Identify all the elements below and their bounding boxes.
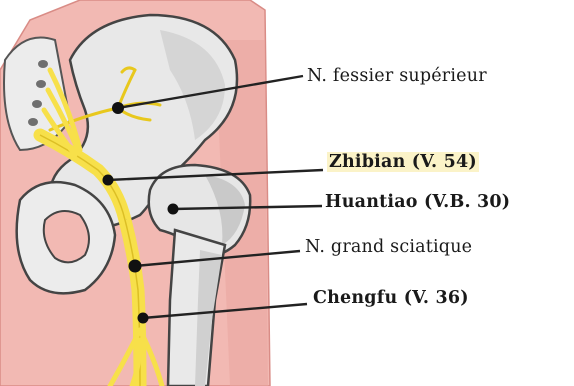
label-zhibian: Zhibian (V. 54) <box>327 152 479 172</box>
point-huantiao <box>168 204 179 215</box>
point-chengfu <box>138 313 149 324</box>
point-n-fessier <box>112 102 124 114</box>
point-zhibian <box>103 175 114 186</box>
point-sciatique <box>129 260 142 273</box>
label-chengfu: Chengfu (V. 36) <box>313 288 469 308</box>
label-n-fessier-superieur: N. fessier supérieur <box>307 66 487 86</box>
label-huantiao: Huantiao (V.B. 30) <box>325 192 510 212</box>
label-n-grand-sciatique: N. grand sciatique <box>305 237 472 257</box>
